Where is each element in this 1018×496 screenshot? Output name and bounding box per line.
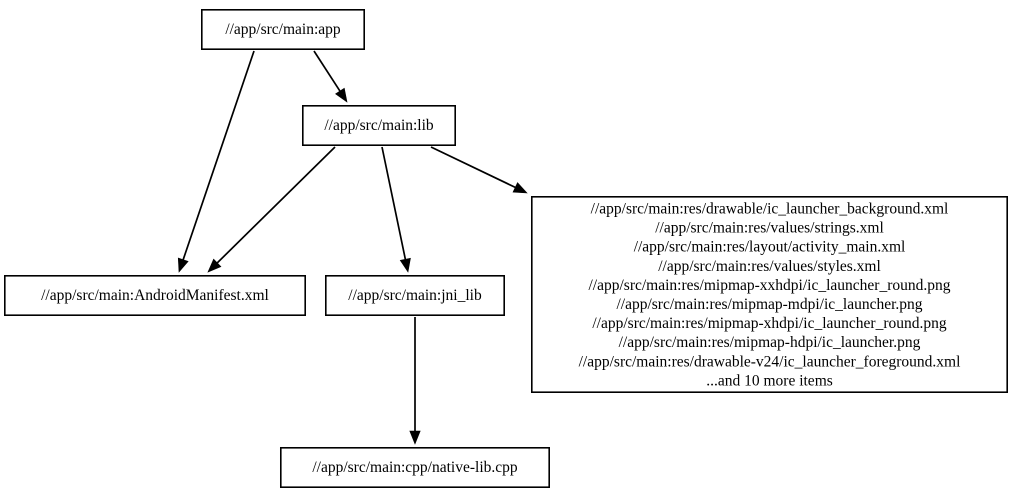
node-resources-label-line: //app/src/main:res/drawable/ic_launcher_… [591,201,949,218]
node-android-manifest-box[interactable] [4,274,306,316]
node-resources-box[interactable] [530,196,1008,393]
node-lib[interactable]: //app/src/main:lib [301,105,456,147]
edges-layer [177,50,528,445]
node-app-label: //app/src/main:app [225,21,341,38]
node-app[interactable]: //app/src/main:app [201,9,365,51]
node-resources-label-line: //app/src/main:res/mipmap-xxhdpi/ic_laun… [588,277,950,294]
node-resources-label: //app/src/main:res/drawable/ic_launcher_… [579,201,961,390]
node-resources-label-line: //app/src/main:res/drawable-v24/ic_launc… [579,353,961,370]
node-jni-lib[interactable]: //app/src/main:jni_lib [324,274,505,316]
node-android-manifest-label: //app/src/main:AndroidManifest.xml [41,287,269,304]
node-resources-label-line: //app/src/main:res/mipmap-hdpi/ic_launch… [619,334,921,351]
node-lib-box[interactable] [301,105,456,147]
node-jni-lib-box[interactable] [324,274,505,316]
node-resources-label-line: //app/src/main:res/values/styles.xml [658,258,881,275]
node-app-box[interactable] [201,9,365,51]
node-jni-lib-label: //app/src/main:jni_lib [348,287,482,304]
edge-app-to-android-manifest [177,50,255,273]
edge-lib-to-jni-lib-line [381,146,407,260]
edge-lib-to-resources-arrowhead-icon [512,182,528,194]
edge-jni-lib-to-native-lib-cpp [409,317,421,445]
node-native-lib-cpp[interactable]: //app/src/main:cpp/native-lib.cpp [279,446,550,488]
edge-app-to-lib-arrowhead-icon [335,87,348,103]
node-lib-label: //app/src/main:lib [324,117,434,134]
edge-app-to-android-manifest-line [182,50,255,260]
edge-lib-to-android-manifest [207,146,336,273]
node-resources-label-line: //app/src/main:res/mipmap-mdpi/ic_launch… [616,296,922,313]
edge-jni-lib-to-native-lib-cpp-arrowhead-icon [409,430,421,445]
edge-lib-to-jni-lib-arrowhead-icon [399,257,411,273]
node-native-lib-cpp-label: //app/src/main:cpp/native-lib.cpp [312,459,518,476]
node-native-lib-cpp-box[interactable] [279,446,550,488]
node-resources-label-line: //app/src/main:res/values/strings.xml [655,220,884,237]
edge-lib-to-jni-lib [381,146,411,273]
edge-app-to-lib-line [313,50,341,92]
node-resources-label-line: ...and 10 more items [706,372,833,389]
node-android-manifest[interactable]: //app/src/main:AndroidManifest.xml [4,274,306,316]
nodes-layer: //app/src/main:app //app/src/main:lib //ap… [4,9,1008,488]
edge-lib-to-resources [430,146,528,194]
edge-lib-to-android-manifest-line [216,146,336,264]
edge-app-to-android-manifest-arrowhead-icon [177,257,189,273]
edge-lib-to-resources-line [430,146,516,189]
node-resources[interactable]: //app/src/main:res/drawable/ic_launcher_… [530,196,1008,393]
edge-app-to-lib [313,50,348,103]
node-resources-label-line: //app/src/main:res/layout/activity_main.… [634,239,906,256]
node-resources-label-line: //app/src/main:res/mipmap-xhdpi/ic_launc… [592,315,947,332]
edge-lib-to-android-manifest-arrowhead-icon [207,258,222,273]
